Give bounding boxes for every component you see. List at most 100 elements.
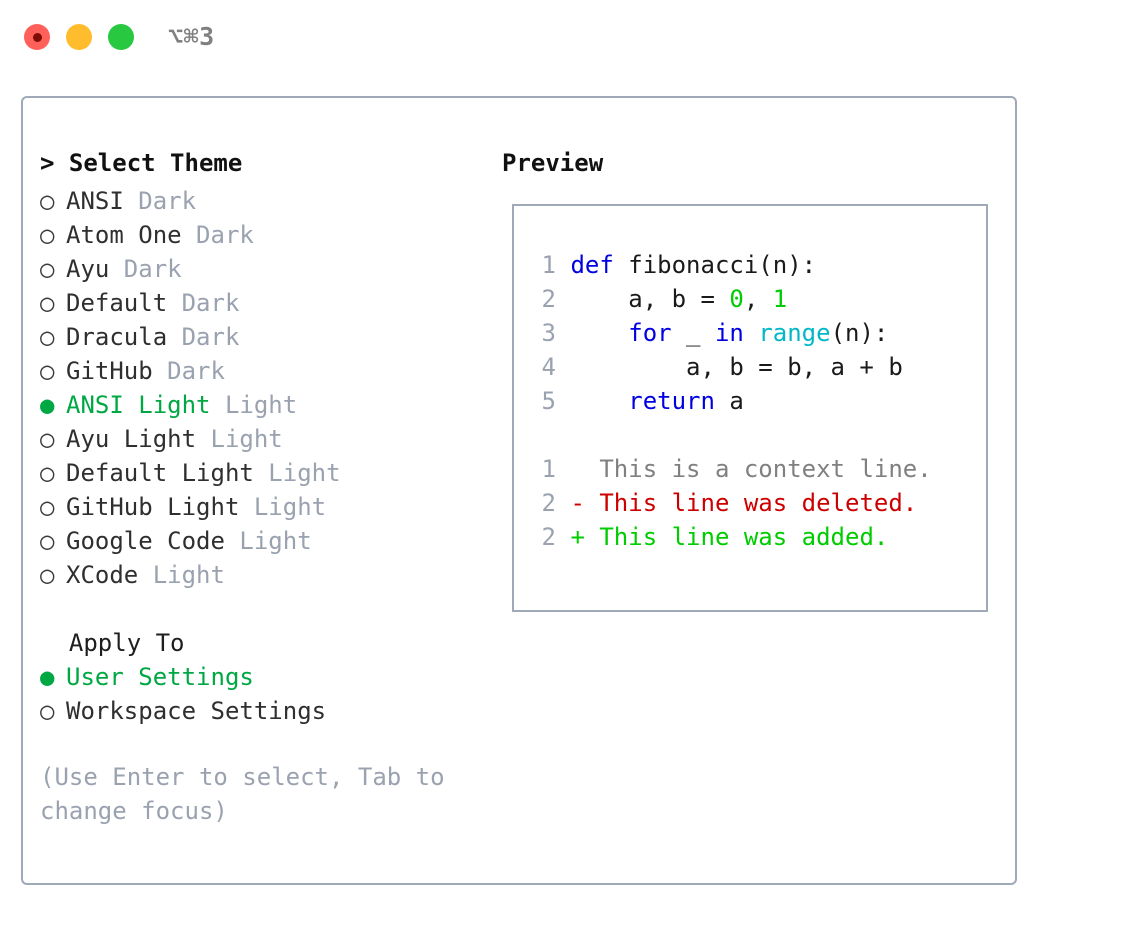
code-token-txt xyxy=(556,387,628,415)
theme-name: Ayu xyxy=(66,255,110,283)
theme-list-item[interactable]: ○ Default Light Light xyxy=(40,456,480,490)
diff-line: 2 - This line was deleted. xyxy=(528,486,932,520)
theme-variant-label: Dark xyxy=(181,221,254,249)
theme-name: Ayu Light xyxy=(66,425,197,453)
code-token-kw: in xyxy=(714,319,744,347)
apply-to-item[interactable]: ● User Settings xyxy=(40,660,480,694)
theme-name: Atom One xyxy=(66,221,182,249)
diff-text: This line was deleted. xyxy=(584,489,918,517)
diff-text: This is a context line. xyxy=(584,455,932,483)
diff-marker xyxy=(556,455,585,483)
theme-list-item[interactable]: ○ Google Code Light xyxy=(40,524,480,558)
diff-marker: - xyxy=(556,489,585,517)
code-token-txt: _ xyxy=(671,319,715,347)
theme-list-item[interactable]: ○ GitHub Light Light xyxy=(40,490,480,524)
theme-list-item[interactable]: ○GitHub Dark xyxy=(40,354,480,388)
keyboard-hint: (Use Enter to select, Tab to change focu… xyxy=(40,763,445,825)
radio-selected-icon: ● xyxy=(40,663,55,691)
code-token-txt: a, b = xyxy=(556,285,730,313)
theme-name: ANSI Light xyxy=(66,391,211,419)
code-token-txt: a xyxy=(714,387,744,415)
radio-unselected-icon: ○ xyxy=(40,527,55,555)
theme-name: Default Light xyxy=(66,459,254,487)
radio-unselected-icon: ○ xyxy=(40,697,55,725)
theme-list-item[interactable]: ● ANSI Light Light xyxy=(40,388,480,422)
maximize-button[interactable] xyxy=(108,24,134,50)
radio-unselected-icon: ○ xyxy=(40,561,55,589)
radio-unselected-icon: ○ xyxy=(40,323,55,351)
window-controls xyxy=(24,24,134,50)
theme-list-item[interactable]: ○ Default Dark xyxy=(40,286,480,320)
theme-list-item[interactable]: ○Ayu Light Light xyxy=(40,422,480,456)
code-token-kw: return xyxy=(628,387,715,415)
radio-selected-icon: ● xyxy=(40,391,55,419)
apply-to-header: Apply To xyxy=(40,629,185,657)
keyboard-shortcut-label: ⌥⌘3 xyxy=(168,22,215,51)
code-line: 4 a, b = b, a + b xyxy=(528,350,903,384)
diff-sample: 1 This is a context line.2 - This line w… xyxy=(528,452,932,554)
radio-unselected-icon: ○ xyxy=(40,289,55,317)
theme-list-item[interactable]: ○ Dracula Dark xyxy=(40,320,480,354)
code-token-txt xyxy=(556,319,628,347)
diff-line: 1 This is a context line. xyxy=(528,452,932,486)
radio-unselected-icon: ○ xyxy=(40,187,55,215)
code-token-txt: fibonacci(n): xyxy=(613,251,817,279)
theme-variant-label: Light xyxy=(210,391,298,419)
theme-name: GitHub Light xyxy=(66,493,240,521)
radio-unselected-icon: ○ xyxy=(40,255,55,283)
code-line: 5 return a xyxy=(528,384,903,418)
radio-unselected-icon: ○ xyxy=(40,221,55,249)
theme-variant-label: Dark xyxy=(123,187,197,215)
code-token-txt: a, b = b, a + b xyxy=(556,353,903,381)
code-token-txt xyxy=(556,251,570,279)
theme-variant-label: Light xyxy=(239,493,327,521)
apply-to-label: User Settings xyxy=(66,663,254,691)
theme-name: Default xyxy=(66,289,168,317)
line-number: 3 xyxy=(541,319,556,347)
select-theme-header: > Select Theme xyxy=(40,149,243,177)
diff-text: This line was added. xyxy=(584,523,889,551)
line-number: 2 xyxy=(541,489,556,517)
theme-list-item[interactable]: ○ Atom One Dark xyxy=(40,218,480,252)
diff-marker: + xyxy=(556,523,585,551)
line-number: 1 xyxy=(541,455,556,483)
code-token-txt: , xyxy=(743,285,773,313)
apply-to-label: Workspace Settings xyxy=(66,697,327,725)
theme-selection-pane: > Select Theme ○ANSI Dark○Atom One Dark○… xyxy=(40,98,500,883)
code-token-kw: for xyxy=(628,319,672,347)
theme-variant-label: Light xyxy=(196,425,283,453)
close-button[interactable] xyxy=(24,24,50,50)
title-bar: ⌥⌘3 xyxy=(0,0,1140,76)
theme-name: ANSI xyxy=(66,187,124,215)
preview-title: Preview xyxy=(502,149,604,177)
theme-list-item[interactable]: ○Ayu Dark xyxy=(40,252,480,286)
theme-name: XCode xyxy=(66,561,139,589)
theme-name: Google Code xyxy=(66,527,225,555)
code-token-txt xyxy=(744,319,758,347)
minimize-button[interactable] xyxy=(66,24,92,50)
theme-variant-label: Light xyxy=(253,459,341,487)
theme-variant-label: Light xyxy=(224,527,312,555)
theme-variant-label: Dark xyxy=(167,289,240,317)
theme-list-item[interactable]: ○ ANSI Dark xyxy=(40,184,480,218)
apply-to-item[interactable]: ○ Workspace Settings xyxy=(40,694,480,728)
line-number: 4 xyxy=(541,353,556,381)
theme-list: ○ ANSI Dark ○ Atom One Dark ○ Ayu Dark ○ Defaul… xyxy=(40,184,480,592)
diff-line: 2 + This line was added. xyxy=(528,520,932,554)
theme-variant-label: Dark xyxy=(167,323,240,351)
line-number: 2 xyxy=(541,523,556,551)
main-card: > Select Theme ○ANSI Dark○Atom One Dark○… xyxy=(21,96,1017,885)
theme-list-item[interactable]: ○XCode Light xyxy=(40,558,480,592)
code-token-kw: def xyxy=(570,251,614,279)
line-number: 5 xyxy=(541,387,556,415)
code-line: 3 for _ in range(n): xyxy=(528,316,903,350)
radio-unselected-icon: ○ xyxy=(40,357,55,385)
code-token-fn: range xyxy=(758,319,831,347)
theme-name: Dracula xyxy=(66,323,168,351)
radio-unselected-icon: ○ xyxy=(40,459,55,487)
line-number: 1 xyxy=(541,251,556,279)
apply-to-list: ● User Settings ○ Workspace Settings xyxy=(40,660,480,728)
radio-unselected-icon: ○ xyxy=(40,493,55,521)
